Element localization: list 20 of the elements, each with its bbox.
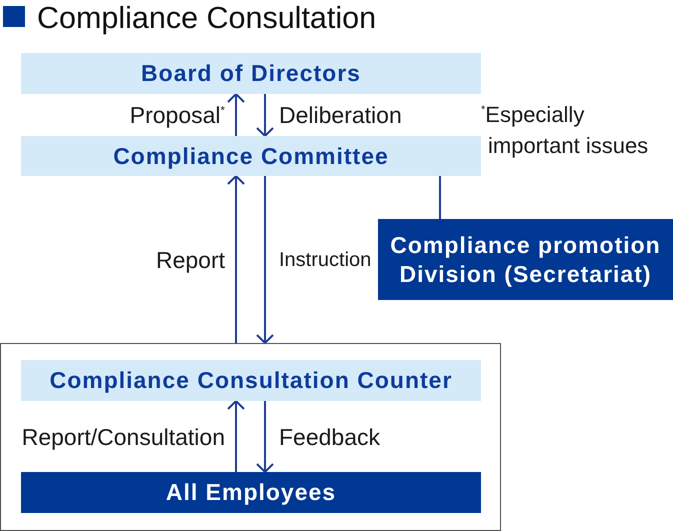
group-frame [0, 343, 501, 531]
node-label: All Employees [166, 478, 336, 507]
arrow [227, 400, 245, 472]
node-label: Compliance Consultation Counter [50, 366, 452, 395]
node-label: Compliance promotion Division (Secretariat) [389, 230, 662, 288]
process-box [21, 136, 481, 176]
footnote-text: $^{*}$Especially important issues [481, 101, 650, 160]
arrow [256, 176, 274, 344]
process-box [21, 360, 481, 401]
node-label: Compliance Committee [113, 142, 389, 170]
node-label: Board of Directors [141, 59, 361, 88]
process-box [378, 219, 673, 300]
arrow [256, 401, 274, 473]
arrow [227, 175, 245, 343]
process-box [21, 53, 481, 94]
connector-line [439, 176, 441, 219]
diagram-title: Compliance Consultation [37, 0, 376, 36]
process-box [21, 472, 481, 513]
arrow [256, 94, 274, 137]
arrow [227, 93, 245, 136]
